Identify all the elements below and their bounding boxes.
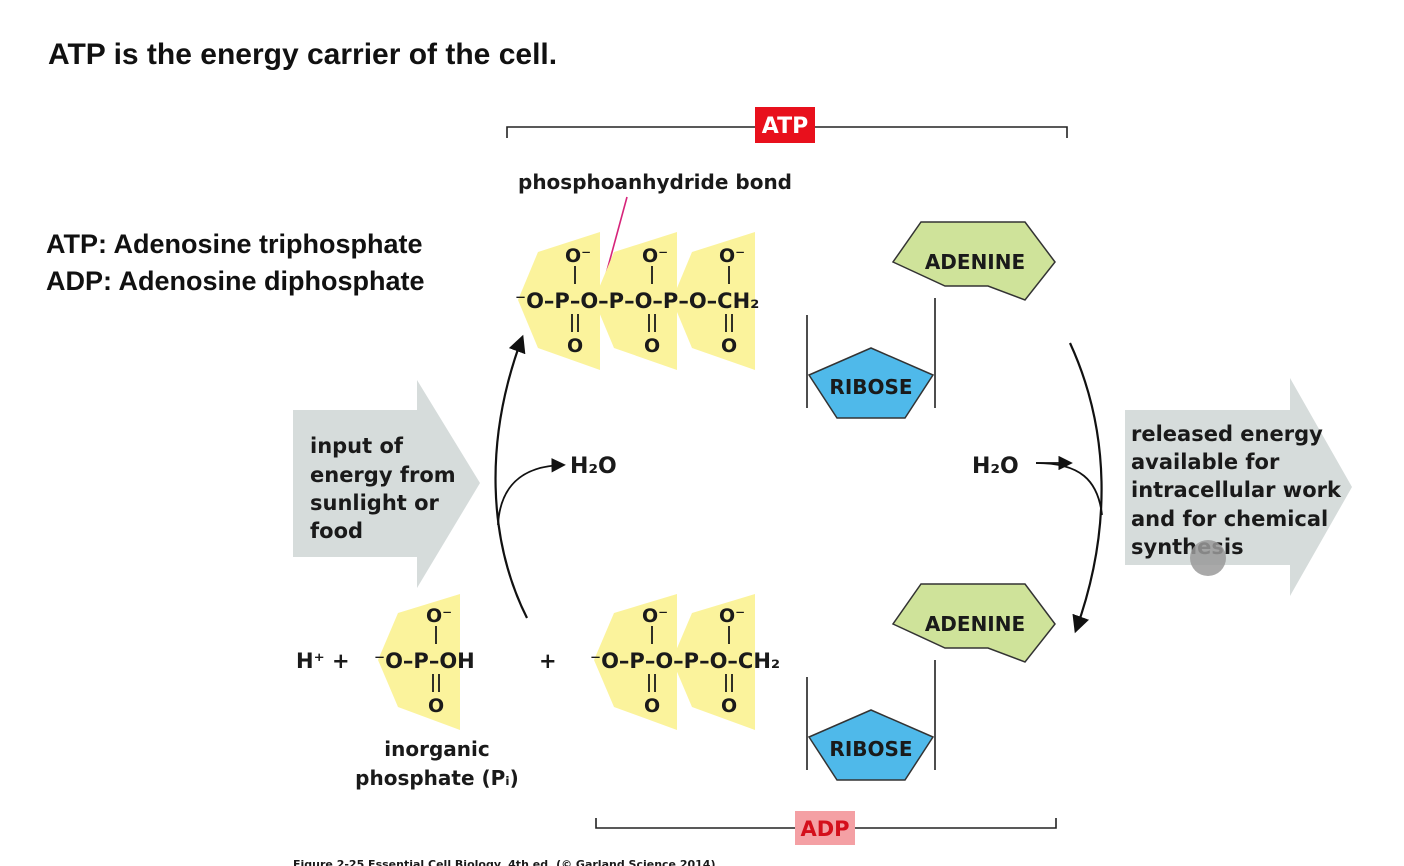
atp-phosphate-chain: ⁻O–P–O–P–O–P–O–CH₂ O⁻ O⁻ O⁻ O O O bbox=[515, 245, 759, 357]
water-out-label: H₂O bbox=[570, 454, 617, 479]
pi-label-line2: phosphate (Pᵢ) bbox=[355, 766, 519, 790]
adp-o1-bottom: O bbox=[644, 695, 660, 717]
adenine-shape bbox=[891, 221, 1056, 301]
atp-o3-bottom: O bbox=[721, 335, 737, 357]
adp-nucleoside: ADENINE RIBOSE bbox=[806, 583, 1056, 781]
adp-phosphates bbox=[594, 594, 755, 730]
pi-bonds bbox=[432, 626, 440, 692]
adp-o2-bottom: O bbox=[721, 695, 737, 717]
adp-bracket: ADP bbox=[595, 811, 1057, 845]
hydrogen-ion-label: H⁺ + bbox=[296, 649, 350, 673]
adp-o2-top: O⁻ bbox=[719, 605, 745, 627]
definitions: ATP: Adenosine triphosphate ADP: Adenosi… bbox=[46, 226, 425, 300]
plus-sign: + bbox=[539, 649, 557, 673]
atp-tag-label: ATP bbox=[762, 114, 808, 139]
atp-o1-bottom: O bbox=[567, 335, 583, 357]
adp-tag bbox=[795, 811, 855, 845]
ribose-shape bbox=[807, 347, 935, 419]
released-energy-line3: intracellular work bbox=[1131, 478, 1342, 502]
released-energy-arrow: released energy available for intracellu… bbox=[1125, 378, 1352, 596]
atp-phosphates bbox=[518, 232, 755, 370]
adp-phosphate-chain: ⁻O–P–O–P–O–CH₂ O⁻ O⁻ O O bbox=[590, 605, 780, 717]
ribose-label: RIBOSE bbox=[829, 375, 912, 399]
released-energy-line1: released energy bbox=[1131, 422, 1323, 446]
atp-definition: ATP: Adenosine triphosphate bbox=[46, 229, 423, 259]
adp-definition: ADP: Adenosine diphosphate bbox=[46, 266, 425, 296]
bond-label: phosphoanhydride bond bbox=[518, 170, 792, 194]
adp-adenine-shape bbox=[891, 583, 1056, 663]
atp-tag bbox=[755, 107, 815, 143]
input-energy-line3: sunlight or bbox=[310, 491, 440, 515]
input-energy-arrow: input of energy from sunlight or food bbox=[293, 380, 480, 588]
pi-chain-text: ⁻O–P–OH bbox=[374, 649, 475, 673]
adp-adenine-label: ADENINE bbox=[925, 612, 1025, 636]
adp-chain-text: ⁻O–P–O–P–O–CH₂ bbox=[590, 649, 780, 673]
water-in-label: H₂O bbox=[972, 454, 1019, 479]
pi-chain: ⁻O–P–OH O⁻ O bbox=[374, 605, 475, 717]
atp-o3-top: O⁻ bbox=[719, 245, 745, 267]
hydrolysis-arrow: H₂O bbox=[972, 342, 1103, 634]
adp-o1-top: O⁻ bbox=[642, 605, 668, 627]
synthesis-arrow: H₂O bbox=[494, 334, 617, 619]
atp-nucleoside: ADENINE RIBOSE bbox=[806, 221, 1056, 419]
input-energy-line4: food bbox=[310, 519, 363, 543]
atp-bonds bbox=[571, 266, 733, 332]
released-energy-line5: synthesis bbox=[1131, 535, 1244, 559]
adenine-label: ADENINE bbox=[925, 250, 1025, 274]
slide-title: ATP is the energy carrier of the cell. bbox=[48, 38, 558, 71]
pi-o-top: O⁻ bbox=[426, 605, 452, 627]
input-energy-line2: energy from bbox=[310, 463, 456, 487]
atp-o1-top: O⁻ bbox=[565, 245, 591, 267]
figure-caption: Figure 2-25 Essential Cell Biology, 4th … bbox=[293, 858, 716, 866]
atp-chain-text: ⁻O–P–O–P–O–P–O–CH₂ bbox=[515, 289, 759, 313]
input-energy-line1: input of bbox=[310, 434, 404, 458]
adp-ribose-shape bbox=[807, 709, 935, 781]
released-energy-line4: and for chemical bbox=[1131, 507, 1328, 531]
pi-o-bottom: O bbox=[428, 695, 444, 717]
cursor-dot bbox=[1190, 540, 1226, 576]
adp-bonds bbox=[648, 626, 733, 692]
atp-o2-top: O⁻ bbox=[642, 245, 668, 267]
pi-label-line1: inorganic bbox=[384, 737, 489, 761]
atp-bracket: ATP bbox=[506, 107, 1068, 143]
released-energy-line2: available for bbox=[1131, 450, 1280, 474]
atp-o2-bottom: O bbox=[644, 335, 660, 357]
adp-ribose-label: RIBOSE bbox=[829, 737, 912, 761]
pi-phosphate-shape bbox=[378, 594, 460, 730]
adp-tag-label: ADP bbox=[800, 817, 849, 841]
